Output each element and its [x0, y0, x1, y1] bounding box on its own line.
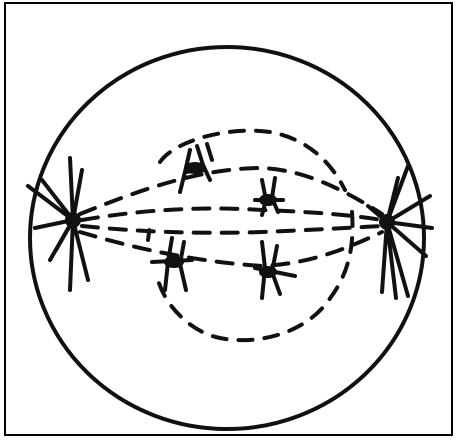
centrosome-left	[28, 158, 88, 290]
nuclear-envelope	[148, 131, 353, 341]
spindle-fibers	[80, 168, 382, 266]
chromosome	[180, 144, 212, 192]
chromosome	[255, 242, 295, 298]
